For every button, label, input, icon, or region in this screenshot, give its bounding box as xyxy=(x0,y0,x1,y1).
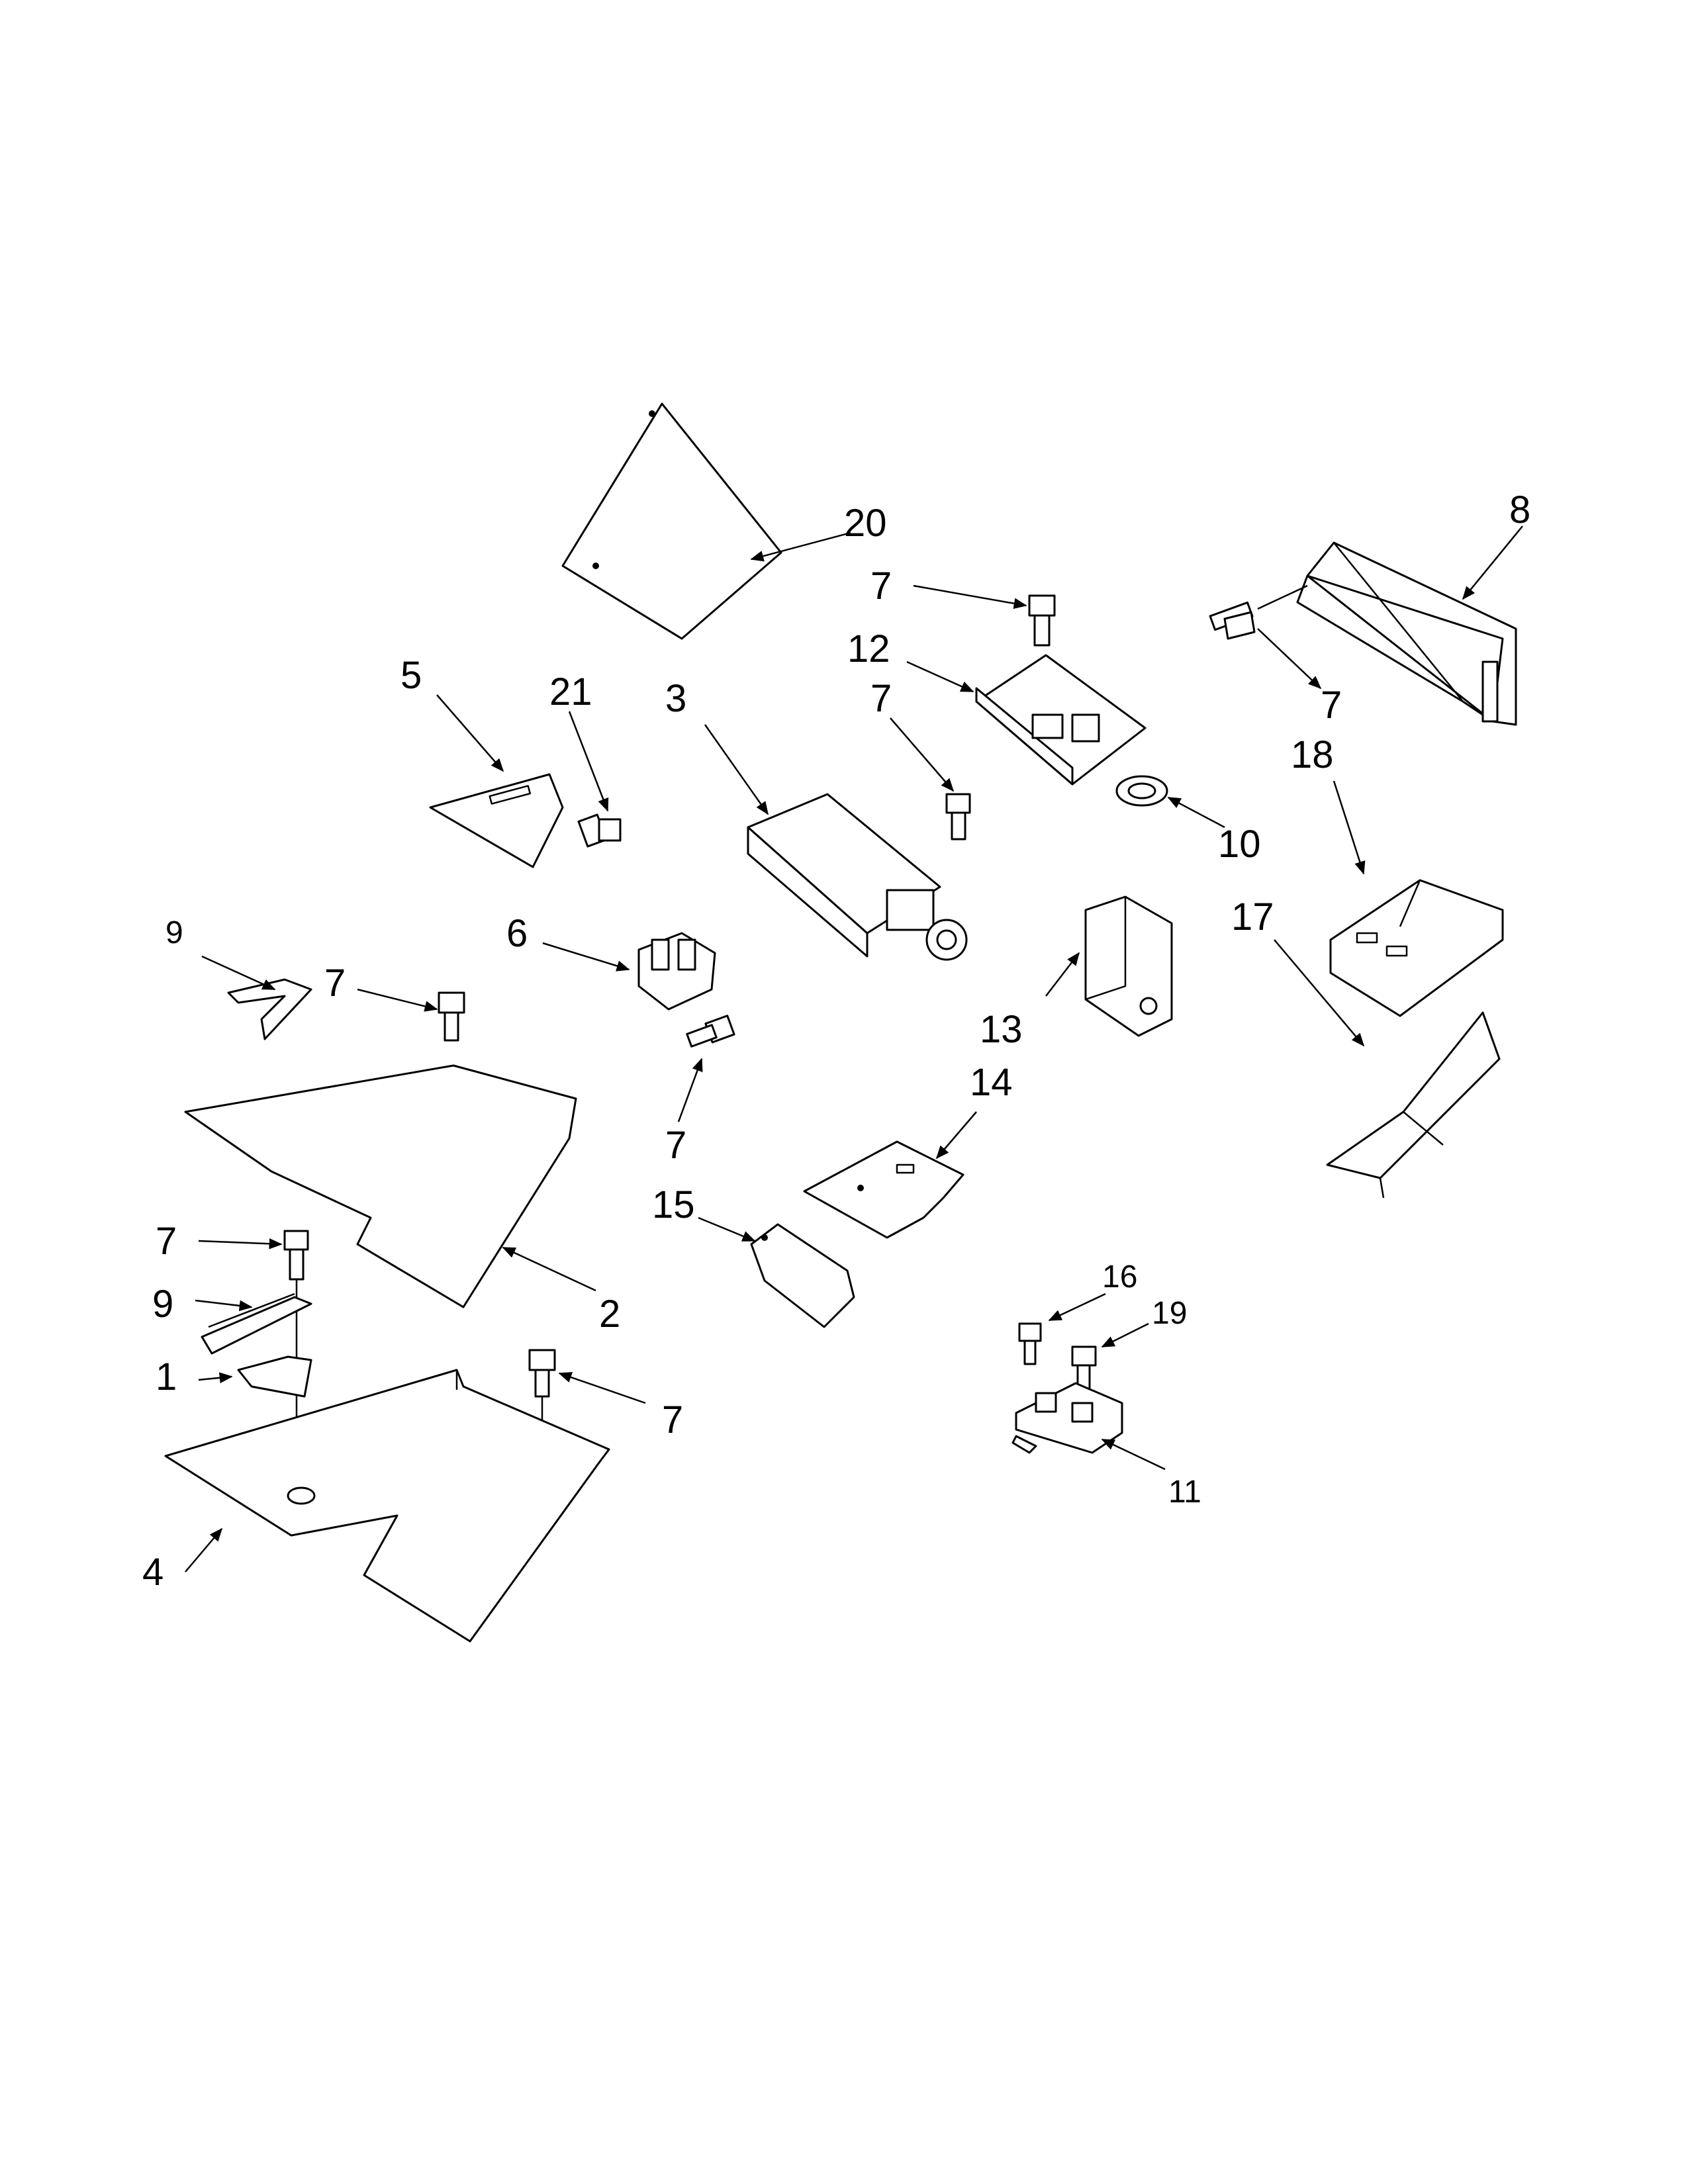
part-7-screw-f: 7 xyxy=(156,1220,309,1509)
callout-7-c: 7 xyxy=(870,677,892,720)
part-7-screw-d: 7 xyxy=(665,1015,735,1167)
callout-11: 11 xyxy=(1168,1475,1201,1510)
part-3-motor-assembly: 3 xyxy=(665,677,968,961)
callout-4: 4 xyxy=(142,1551,164,1594)
callout-21: 21 xyxy=(549,670,592,713)
part-20-cover-plate: 20 xyxy=(561,402,887,640)
callout-7-g: 7 xyxy=(662,1398,683,1441)
callout-18: 18 xyxy=(1291,733,1334,776)
callout-1: 1 xyxy=(156,1355,177,1398)
part-18-tray: 18 xyxy=(1291,733,1504,1017)
callout-13: 13 xyxy=(980,1008,1023,1051)
part-19-screw: 19 xyxy=(1071,1296,1187,1392)
part-6-transformer: 6 xyxy=(506,912,716,1011)
callout-8: 8 xyxy=(1509,488,1530,531)
part-7-screw-a: 7 xyxy=(1209,584,1342,727)
callout-2: 2 xyxy=(599,1293,620,1336)
part-7-screw-b: 7 xyxy=(870,565,1056,647)
part-7-screw-c: 7 xyxy=(870,677,971,841)
callout-9-a: 9 xyxy=(165,915,183,950)
part-7-screw-g: 7 xyxy=(528,1349,683,1456)
part-15-plate: 15 xyxy=(652,1183,855,1328)
callout-19: 19 xyxy=(1152,1296,1187,1331)
part-1-plate: 1 xyxy=(156,1355,312,1398)
part-9-clip-b: 9 xyxy=(152,1283,312,1355)
callout-12: 12 xyxy=(847,627,890,670)
callout-16: 16 xyxy=(1102,1259,1137,1295)
callout-6: 6 xyxy=(506,912,528,955)
part-2-panel: 2 xyxy=(184,1064,620,1336)
part-16-screw: 16 xyxy=(1018,1259,1137,1365)
callout-7-a: 7 xyxy=(1321,684,1342,727)
part-7-screw-e: 7 xyxy=(324,962,465,1042)
callout-9-b: 9 xyxy=(152,1283,173,1326)
callout-17: 17 xyxy=(1231,895,1274,938)
callout-5: 5 xyxy=(400,654,422,697)
part-11-terminal-block: 11 xyxy=(1011,1382,1201,1510)
part-14-plate: 14 xyxy=(803,1061,1013,1239)
part-12-control-board: 12 xyxy=(847,627,1147,786)
part-9-clip-a: 9 xyxy=(165,915,312,1040)
callout-7-e: 7 xyxy=(324,962,346,1005)
callout-20: 20 xyxy=(844,502,887,545)
part-21-screw: 21 xyxy=(549,670,622,848)
callout-7-d: 7 xyxy=(665,1124,686,1167)
callout-14: 14 xyxy=(970,1061,1013,1104)
part-8-bracket: 8 xyxy=(1296,488,1530,726)
part-17-duct: 17 xyxy=(1231,895,1501,1199)
callout-7-f: 7 xyxy=(156,1220,177,1263)
part-4-base-pan: 4 xyxy=(142,1369,610,1643)
part-13-electrical-box: 13 xyxy=(980,895,1173,1051)
callout-3: 3 xyxy=(665,677,686,720)
callout-7-b: 7 xyxy=(870,565,892,608)
part-5-plate: 5 xyxy=(400,654,564,868)
part-10-grommet: 10 xyxy=(1115,775,1261,866)
callout-10: 10 xyxy=(1218,823,1261,866)
callout-15: 15 xyxy=(652,1183,695,1226)
